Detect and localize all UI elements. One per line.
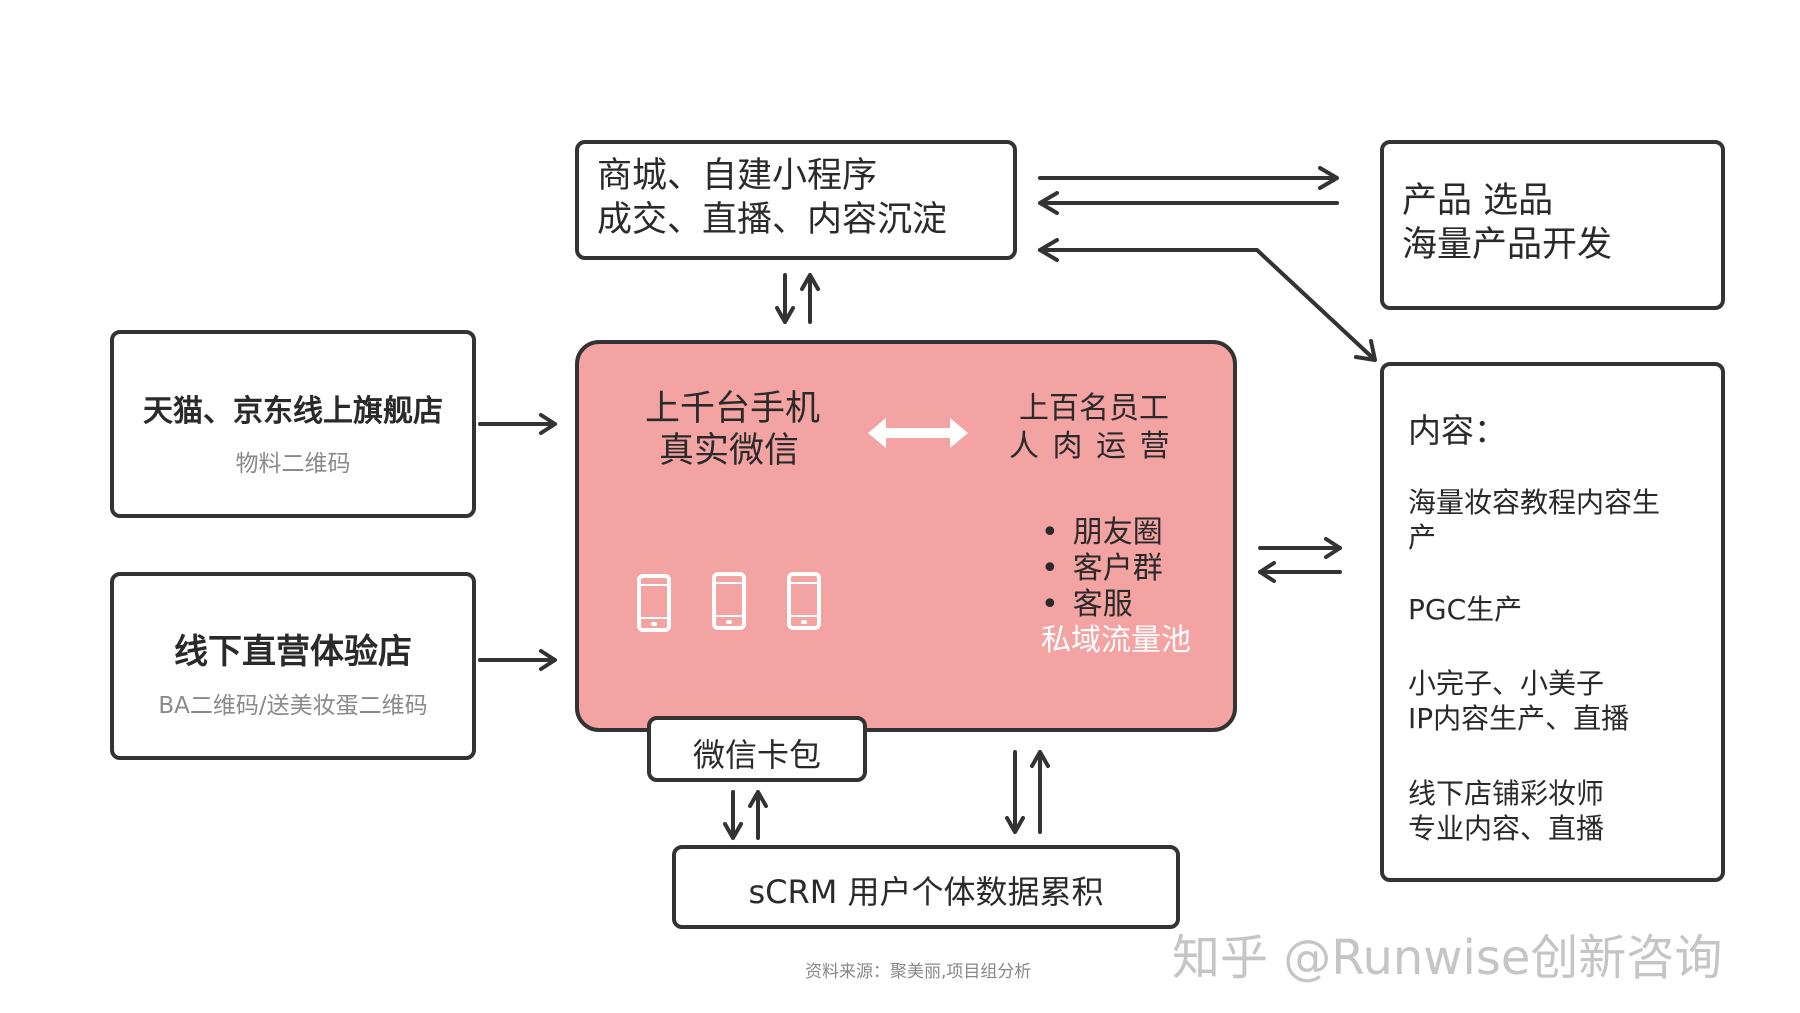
offline-title: 线下直营体验店	[174, 632, 412, 672]
double-arrow-icon	[868, 418, 968, 448]
product-line1: 产品 选品	[1402, 181, 1554, 221]
content-item: IP内容生产、直播	[1408, 702, 1630, 735]
arrow-mall-down	[775, 273, 795, 324]
content-box: 内容： 海量妆容教程内容生 产 PGC生产 小完子、小美子 IP内容生产、直播 …	[1380, 362, 1725, 882]
wechat-card-label: 微信卡包	[692, 736, 821, 774]
bullet-item: •客服	[1041, 587, 1133, 622]
phone-icon	[637, 574, 671, 632]
arrow-from-product	[1038, 191, 1339, 215]
arrow-tmall-center	[478, 413, 557, 435]
arrow-center-content	[1258, 537, 1342, 559]
content-item: 小完子、小美子	[1408, 667, 1605, 700]
center-left-line1: 上千台手机	[645, 389, 821, 429]
scrm-label: sCRM 用户个体数据累积	[748, 873, 1104, 911]
content-item: 产	[1408, 521, 1437, 554]
bullet-item: •朋友圈	[1041, 515, 1163, 550]
content-item: 海量妆容教程内容生	[1408, 486, 1661, 519]
private-traffic-box: 上千台手机 真实微信 上百名员工 人 肉 运 营 •朋友圈 •客户群 •客服 私…	[575, 340, 1237, 732]
phone-icon	[787, 572, 821, 630]
arrow-mall-content	[1038, 248, 1377, 362]
content-title: 内容：	[1408, 411, 1507, 450]
arrow-center-down	[1005, 750, 1025, 834]
tmall-sub: 物料二维码	[235, 451, 351, 477]
mall-box: 商城、自建小程序 成交、直播、内容沉淀	[575, 140, 1017, 260]
watermark: 知乎 @Runwise创新咨询	[1172, 930, 1723, 986]
arrow-scrm-up-right	[1030, 750, 1050, 834]
offline-sub: BA二维码/送美妆蛋二维码	[158, 693, 428, 719]
private-pool-label: 私域流量池	[1041, 623, 1191, 658]
offline-box: 线下直营体验店 BA二维码/送美妆蛋二维码	[110, 572, 476, 760]
content-item: PGC生产	[1408, 593, 1523, 626]
phone-icon	[712, 572, 746, 630]
arrow-offline-center	[478, 649, 557, 671]
scrm-box: sCRM 用户个体数据累积	[672, 845, 1180, 929]
arrow-card-down	[723, 790, 743, 840]
arrow-content-center	[1258, 561, 1342, 583]
wechat-card-box: 微信卡包	[647, 716, 867, 782]
content-item: 线下店铺彩妆师	[1408, 777, 1605, 810]
center-right-line1: 上百名员工	[1019, 391, 1169, 426]
arrow-scrm-up	[748, 790, 768, 840]
arrow-to-product	[1038, 166, 1339, 190]
center-right-line2: 人 肉 运 营	[1009, 429, 1172, 464]
tmall-box: 天猫、京东线上旗舰店 物料二维码	[110, 330, 476, 518]
tmall-title: 天猫、京东线上旗舰店	[143, 394, 443, 429]
mall-line1: 商城、自建小程序	[597, 156, 878, 196]
arrow-center-up	[800, 273, 820, 324]
product-box: 产品 选品 海量产品开发	[1380, 140, 1725, 310]
mall-line2: 成交、直播、内容沉淀	[597, 200, 948, 240]
source-note: 资料来源：聚美丽,项目组分析	[805, 962, 1032, 982]
content-item: 专业内容、直播	[1408, 812, 1605, 845]
product-line2: 海量产品开发	[1402, 225, 1613, 265]
center-left-line2: 真实微信	[659, 431, 800, 471]
bullet-item: •客户群	[1041, 551, 1163, 586]
